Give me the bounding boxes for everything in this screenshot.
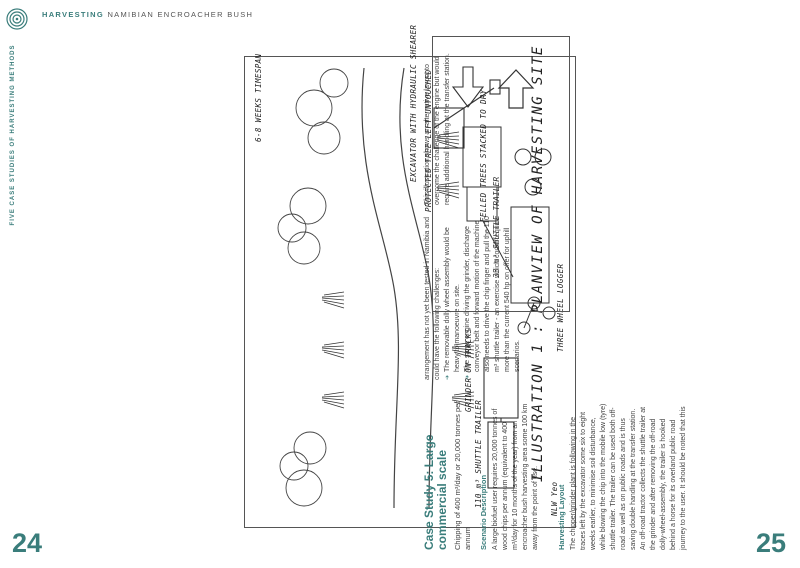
alternative-layout-text: This illustration shows an alternative l… [424, 53, 451, 205]
case-study-title: Case Study 5: Large commercial scale [422, 434, 449, 550]
page-number-right: 25 [756, 528, 787, 558]
challenge-bullet: The removable dolly wheel assembly would… [443, 215, 463, 380]
scenario-heading: Scenario Description [479, 474, 488, 550]
label-weeks: 6-8 WEEKS TIMESPAN [254, 53, 263, 142]
header-title-rest: NAMIBIAN ENCROACHER BUSH [107, 10, 254, 19]
spiral-logo-icon [6, 8, 28, 30]
page-number-left: 24 [12, 528, 43, 558]
side-tab: FIVE CASE STUDIES OF HARVESTING METHODS [2, 45, 24, 226]
shuttle-trailer-sketch [451, 66, 552, 304]
challenges-column: arrangement has not yet been tested in N… [423, 215, 523, 380]
label-excavator: EXCAVATOR WITH HYDRAULIC SHEARER [409, 24, 418, 182]
scenario-text: A large biofuel user requires 20,000 ton… [492, 403, 539, 550]
header-title: HARVESTING NAMIBIAN ENCROACHER BUSH [42, 10, 253, 19]
side-tab-label: FIVE CASE STUDIES OF HARVESTING METHODS [10, 44, 16, 226]
challenge-bullet: The same engine driving the grinder, dis… [463, 215, 523, 380]
layout-heading: Harvesting Layout [557, 484, 566, 550]
header-title-strong: HARVESTING [42, 10, 105, 19]
challenges-intro: arrangement has not yet been tested in N… [424, 216, 441, 380]
case-study-subtitle: Chipping of 400 m³/day or 20,000 tonnes … [453, 401, 472, 550]
layout-text: The chipper/grinder plant is following i… [570, 403, 687, 550]
case-study-text: Case Study 5: Large commercial scale Chi… [422, 30, 763, 550]
